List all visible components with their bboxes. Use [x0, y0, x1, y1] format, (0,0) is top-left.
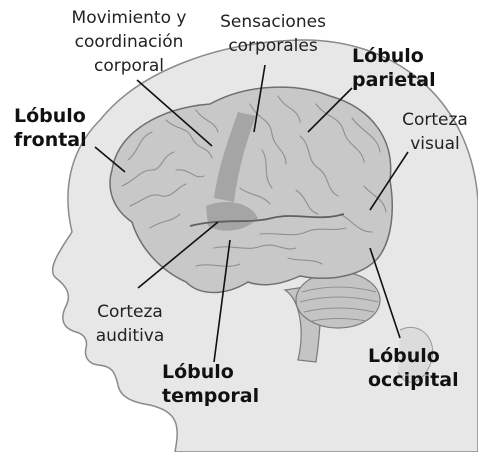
label-lobulo-frontal: Lóbulo frontal [14, 104, 87, 152]
label-auditiva-line2: auditiva [84, 324, 176, 348]
label-frontal-line1: Lóbulo [14, 104, 87, 128]
label-movimiento-line2: coordinación [58, 30, 200, 54]
label-lobulo-occipital: Lóbulo occipital [368, 344, 459, 392]
label-movimiento-line1: Movimiento y [58, 6, 200, 30]
label-occipital-line2: occipital [368, 368, 459, 392]
label-movimiento-line3: corporal [58, 54, 200, 78]
label-occipital-line1: Lóbulo [368, 344, 459, 368]
label-parietal-line1: Lóbulo [352, 44, 436, 68]
label-sensaciones-line2: corporales [212, 34, 334, 58]
label-lobulo-temporal: Lóbulo temporal [162, 360, 259, 408]
label-visual-line1: Corteza [396, 108, 474, 132]
label-temporal-line1: Lóbulo [162, 360, 259, 384]
label-parietal-line2: parietal [352, 68, 436, 92]
label-corteza-auditiva: Corteza auditiva [84, 300, 176, 348]
label-temporal-line2: temporal [162, 384, 259, 408]
label-lobulo-parietal: Lóbulo parietal [352, 44, 436, 92]
label-corteza-visual: Corteza visual [396, 108, 474, 156]
label-movimiento: Movimiento y coordinación corporal [58, 6, 200, 78]
label-auditiva-line1: Corteza [84, 300, 176, 324]
label-sensaciones-line1: Sensaciones [212, 10, 334, 34]
label-frontal-line2: frontal [14, 128, 87, 152]
label-sensaciones: Sensaciones corporales [212, 10, 334, 58]
label-visual-line2: visual [396, 132, 474, 156]
